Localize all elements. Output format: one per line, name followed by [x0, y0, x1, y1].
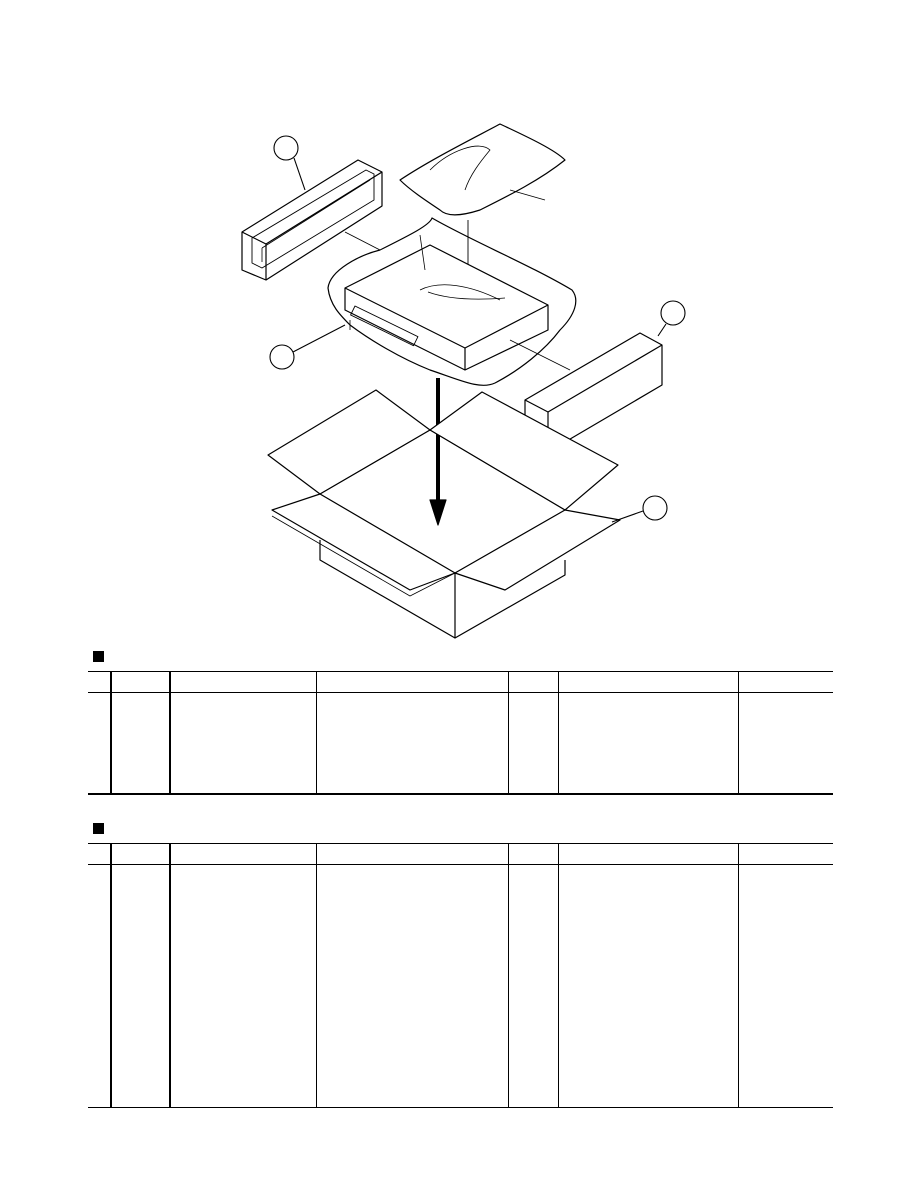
col-extra [737, 843, 833, 865]
table-header [88, 671, 833, 693]
cell [110, 755, 170, 795]
cell [507, 755, 558, 795]
col-qty [507, 671, 558, 693]
cell [557, 755, 738, 795]
cell [737, 864, 833, 1108]
cell [557, 692, 738, 755]
col-part-no [110, 671, 170, 693]
cell [88, 755, 111, 795]
col-remarks [557, 671, 738, 693]
insert-arrow [429, 378, 447, 526]
parts-table-2 [88, 843, 833, 1108]
table-header [88, 843, 833, 865]
col-description [315, 671, 508, 693]
table-row [88, 692, 833, 756]
col-description [315, 843, 508, 865]
col-part-name [169, 671, 316, 693]
table-row [88, 864, 833, 1108]
table-row [88, 755, 833, 795]
cell [169, 755, 316, 795]
left-cushion [241, 159, 383, 281]
cell [315, 692, 508, 755]
cell [169, 692, 316, 755]
col-part-no [110, 843, 170, 865]
cell [507, 864, 558, 1108]
callouts [269, 135, 686, 523]
cell [88, 693, 111, 756]
section-marker-1 [93, 651, 104, 662]
carton-box [267, 389, 621, 639]
col-part-name [169, 843, 316, 865]
col-ref [88, 843, 111, 865]
col-extra [737, 671, 833, 693]
cell [557, 864, 738, 1108]
col-qty [507, 843, 558, 865]
col-ref [88, 671, 111, 693]
parts-table-1 [88, 671, 833, 795]
cell [110, 692, 170, 755]
packing-exploded-diagram [241, 123, 686, 639]
col-remarks [557, 843, 738, 865]
unit-in-bag [327, 217, 577, 386]
cell [737, 692, 833, 755]
section-marker-2 [93, 823, 104, 834]
cell [507, 692, 558, 755]
cell [737, 755, 833, 795]
cell [88, 864, 111, 1108]
cell [110, 864, 170, 1108]
cell [315, 864, 508, 1108]
cell [315, 755, 508, 795]
cell [169, 864, 316, 1108]
